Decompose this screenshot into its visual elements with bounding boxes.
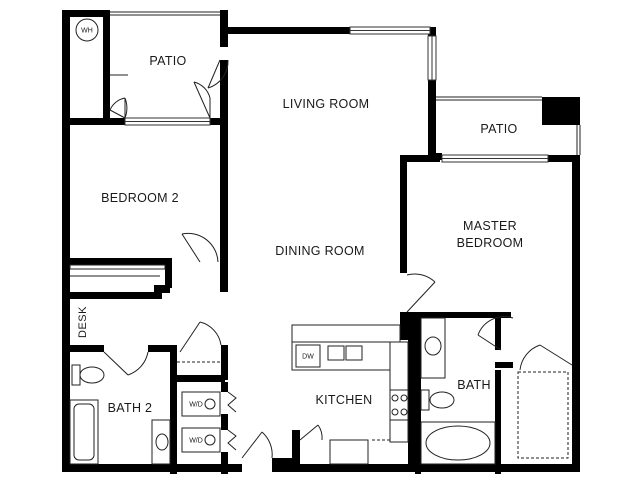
range	[389, 389, 409, 421]
label-master-line2: BEDROOM	[457, 236, 524, 250]
burner	[400, 408, 408, 416]
sink	[424, 336, 442, 356]
sink	[155, 433, 169, 451]
label-dishwasher: DW	[302, 354, 314, 361]
refrigerator	[329, 439, 369, 465]
label-patio-left: PATIO	[149, 54, 186, 68]
room-labels: PATIO LIVING ROOM PATIO BEDROOM 2 DINING…	[77, 54, 523, 415]
bath-fixtures	[69, 18, 496, 465]
burner	[391, 394, 399, 402]
dishwasher	[295, 344, 321, 368]
label-bedroom-2: BEDROOM 2	[101, 191, 179, 205]
label-washer-dryer-bottom: W/D	[189, 438, 203, 445]
label-living-room: LIVING ROOM	[283, 97, 370, 111]
label-bath: BATH	[457, 378, 491, 392]
burner	[391, 408, 399, 416]
windows	[110, 11, 581, 163]
toilet	[429, 391, 455, 409]
sink-left	[327, 345, 345, 361]
label-master-line1: MASTER	[463, 219, 517, 233]
sink-right	[345, 345, 363, 361]
kitchen-fixtures	[291, 324, 409, 465]
label-water-heater: WH	[81, 28, 93, 35]
water-heater	[75, 18, 99, 42]
label-dining-room: DINING ROOM	[275, 244, 364, 258]
toilet	[79, 366, 105, 384]
label-desk: DESK	[77, 306, 89, 338]
label-washer-dryer-top: W/D	[189, 402, 203, 409]
fixture-labels: WH DW W/D W/D	[81, 28, 314, 445]
label-bath-2: BATH 2	[108, 401, 153, 415]
burner	[400, 394, 408, 402]
label-kitchen: KITCHEN	[316, 393, 373, 407]
label-patio-right: PATIO	[480, 122, 517, 136]
doors	[103, 59, 573, 459]
walls	[62, 10, 580, 474]
